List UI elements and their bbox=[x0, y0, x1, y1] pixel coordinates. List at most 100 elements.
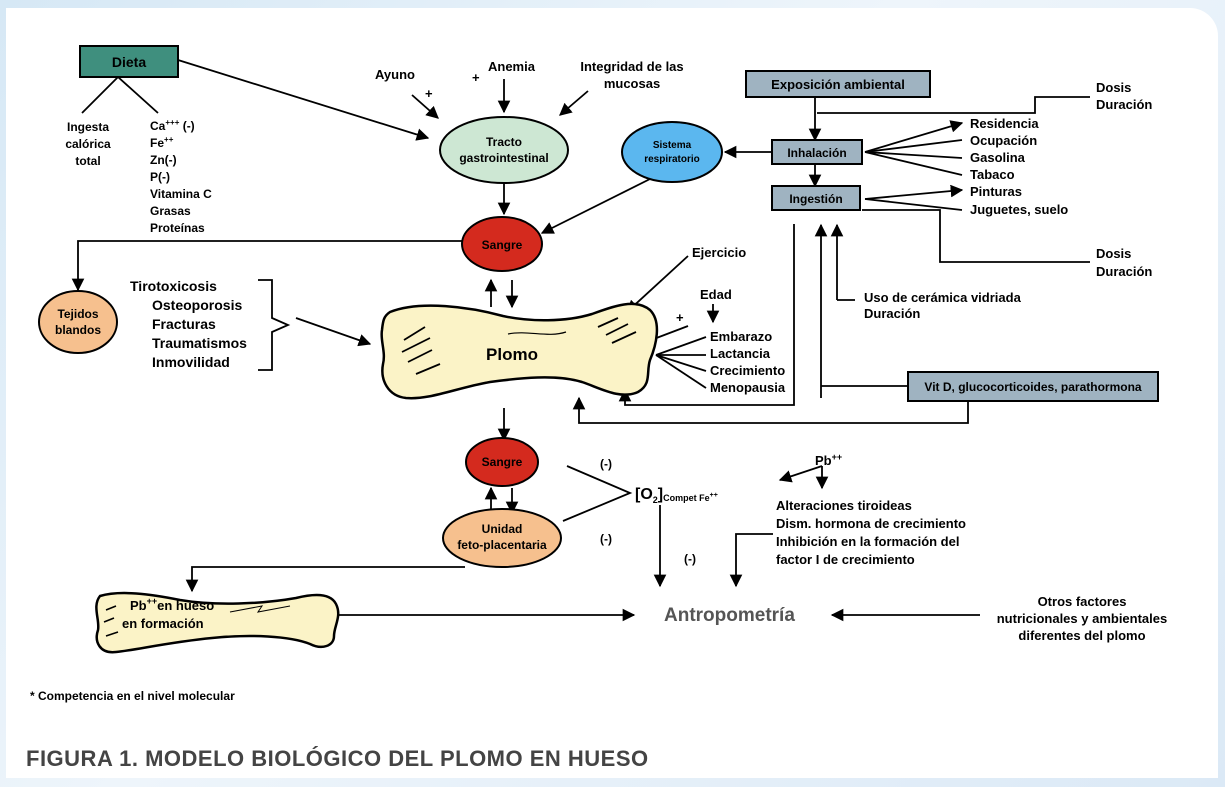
svg-text:Fe++: Fe++ bbox=[150, 135, 174, 150]
figure-caption: FIGURA 1. MODELO BIOLÓGICO DEL PLOMO EN … bbox=[26, 746, 649, 771]
nutrient-ca-sign: (-) bbox=[179, 119, 194, 133]
inhalacion-box bbox=[771, 139, 863, 165]
nutrient-vitc: Vitamina C bbox=[150, 187, 212, 201]
tracto-label-2: gastrointestinal bbox=[459, 151, 548, 165]
neg-sign-1: (-) bbox=[600, 457, 612, 471]
svg-text:Pb++en hueso: Pb++en hueso bbox=[130, 596, 214, 613]
sangre-label-2: Sangre bbox=[482, 455, 523, 469]
o2-compet-charge: ++ bbox=[710, 492, 718, 499]
plus-ayuno: + bbox=[425, 86, 433, 101]
bone-small: Pb++en hueso en formación bbox=[95, 591, 340, 654]
ingestion-box bbox=[771, 185, 861, 211]
pb-hueso-symbol: Pb bbox=[130, 598, 147, 613]
pb-hueso-charge: ++ bbox=[147, 596, 158, 606]
exposicion-box bbox=[745, 70, 931, 98]
effect-tiroideas: Alteraciones tiroideas bbox=[776, 498, 912, 513]
otros-line-2: nutricionales y ambientales bbox=[997, 611, 1168, 626]
state-embarazo: Embarazo bbox=[710, 329, 772, 344]
sistema-node bbox=[621, 121, 723, 183]
neg-sign-3: (-) bbox=[684, 552, 696, 566]
ingesta-line-3: total bbox=[75, 154, 100, 168]
source-gasolina: Gasolina bbox=[970, 150, 1026, 165]
ayuno-label: Ayuno bbox=[375, 67, 415, 82]
connectors bbox=[71, 59, 1090, 622]
inhalacion-label: Inhalación bbox=[787, 146, 846, 160]
state-menopausia: Menopausia bbox=[710, 380, 786, 395]
sangre-node-1 bbox=[461, 216, 543, 272]
effect-inhibicion: Inhibición en la formación del bbox=[776, 534, 959, 549]
state-crecimiento: Crecimiento bbox=[710, 363, 785, 378]
tracto-node bbox=[439, 116, 569, 184]
dieta-box bbox=[79, 45, 179, 78]
unidad-label-1: Unidad bbox=[482, 522, 523, 536]
plus-anemia: + bbox=[472, 70, 480, 85]
nutrient-zn: Zn(-) bbox=[150, 153, 177, 167]
nutrient-grasas: Grasas bbox=[150, 204, 191, 218]
sangre-node-2 bbox=[465, 437, 539, 487]
svg-text:Ca+++ (-): Ca+++ (-) bbox=[150, 118, 195, 133]
ingestion-label: Ingestión bbox=[789, 192, 842, 206]
otros-line-1: Otros factores bbox=[1038, 594, 1127, 609]
unidad-label-2: feto-placentaria bbox=[457, 538, 547, 552]
dosis-top-1: Dosis bbox=[1096, 80, 1131, 95]
ejercicio-label: Ejercicio bbox=[692, 245, 746, 260]
sistema-label-2: respiratorio bbox=[644, 154, 700, 165]
tejidos-label-1: Tejidos bbox=[57, 307, 98, 321]
nutrient-ca-charge: +++ bbox=[165, 118, 179, 127]
svg-text:Pb++: Pb++ bbox=[815, 452, 842, 468]
sistema-label-1: Sistema bbox=[653, 140, 692, 151]
tracto-label-1: Tracto bbox=[486, 135, 522, 149]
source-ocupacion: Ocupación bbox=[970, 133, 1037, 148]
nutrient-fe: Fe bbox=[150, 136, 164, 150]
effect-hormona: Dism. hormona de crecimiento bbox=[776, 516, 966, 531]
o2-compet: Compet Fe bbox=[663, 493, 710, 503]
bone-large: Plomo bbox=[380, 302, 659, 400]
state-lactancia: Lactancia bbox=[710, 346, 771, 361]
nutrient-list: Ca+++ (-) Fe++ Zn(-) P(-) Vitamina C Gra… bbox=[150, 118, 212, 235]
nutrient-proteinas: Proteínas bbox=[150, 221, 205, 235]
o2-bracket-close: ] bbox=[658, 486, 663, 503]
edad-label: Edad bbox=[700, 287, 732, 302]
sangre-label-1: Sangre bbox=[482, 238, 523, 252]
plus-edad: + bbox=[676, 310, 684, 325]
ceramica-line-2: Duración bbox=[864, 306, 920, 321]
neg-sign-2: (-) bbox=[600, 532, 612, 546]
dosis-top-2: Duración bbox=[1096, 97, 1152, 112]
exposicion-label: Exposición ambiental bbox=[771, 77, 905, 92]
effect-factor: factor I de crecimiento bbox=[776, 552, 915, 567]
vitd-label: Vit D, glucocorticoides, parathormona bbox=[924, 380, 1141, 394]
condition-traumatismos: Traumatismos bbox=[152, 335, 247, 351]
plomo-label: Plomo bbox=[486, 345, 538, 364]
condition-inmovilidad: Inmovilidad bbox=[152, 354, 230, 370]
pb-hueso-text: en hueso bbox=[157, 598, 214, 613]
integridad-label-2: mucosas bbox=[604, 76, 660, 91]
anemia-label: Anemia bbox=[488, 59, 536, 74]
o2-bracket-open: [O bbox=[635, 486, 653, 503]
pb-symbol: Pb bbox=[815, 453, 832, 468]
source-juguetes: Juguetes, suelo bbox=[970, 202, 1068, 217]
dieta-label: Dieta bbox=[112, 54, 146, 70]
ingesta-line-2: calórica bbox=[65, 137, 111, 151]
o2-subscript: 2 bbox=[653, 495, 658, 505]
nutrient-p: P(-) bbox=[150, 170, 170, 184]
condition-tirotoxicosis: Tirotoxicosis bbox=[130, 278, 217, 294]
source-pinturas: Pinturas bbox=[970, 184, 1022, 199]
pb-hueso-line-2: en formación bbox=[122, 616, 204, 631]
integridad-label-1: Integridad de las bbox=[580, 59, 683, 74]
pb-charge: ++ bbox=[832, 452, 843, 462]
ingesta-line-1: Ingesta bbox=[67, 120, 109, 134]
antropometria-label: Antropometría bbox=[664, 605, 795, 626]
o2-complex: [O2]Compet Fe++ bbox=[635, 486, 718, 505]
source-residencia: Residencia bbox=[970, 116, 1039, 131]
nutrient-ca: Ca bbox=[150, 119, 166, 133]
unidad-node bbox=[442, 508, 562, 568]
condition-osteoporosis: Osteoporosis bbox=[152, 297, 242, 313]
condition-fracturas: Fracturas bbox=[152, 316, 216, 332]
source-tabaco: Tabaco bbox=[970, 167, 1015, 182]
footnote: * Competencia en el nivel molecular bbox=[30, 689, 235, 703]
tejidos-label-2: blandos bbox=[55, 323, 101, 337]
tejidos-node bbox=[38, 290, 118, 354]
ceramica-line-1: Uso de cerámica vidriada bbox=[864, 290, 1022, 305]
nutrient-fe-charge: ++ bbox=[164, 135, 174, 144]
